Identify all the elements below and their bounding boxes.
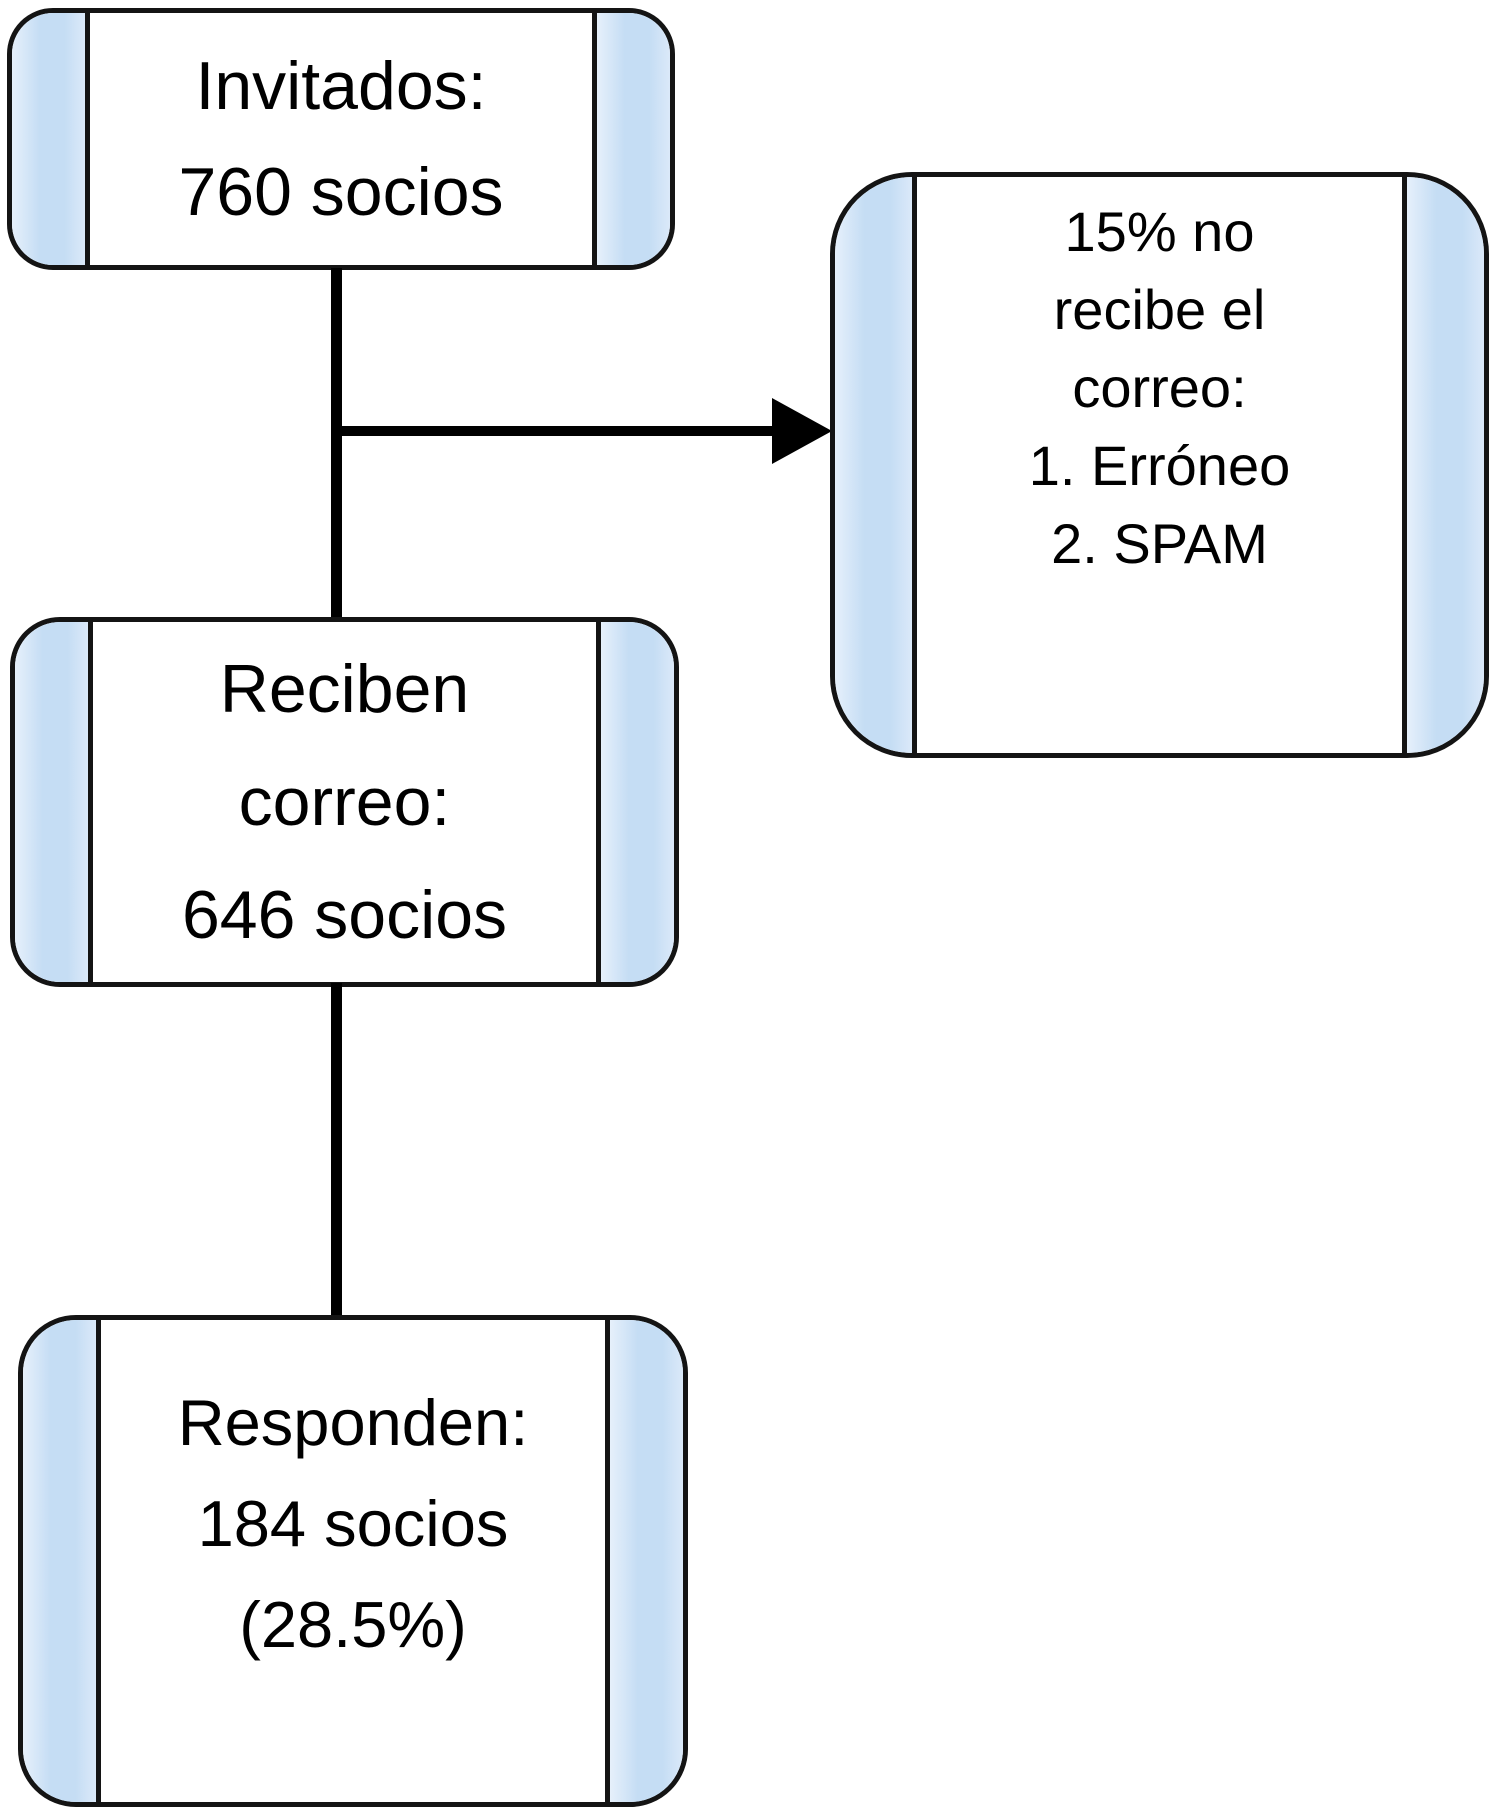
text-line: 1. Erróneo — [1028, 434, 1291, 497]
text-line: Invitados: — [195, 48, 487, 124]
accent-bar-right — [1402, 177, 1484, 753]
accent-bar-left — [23, 1320, 101, 1802]
accent-bar-left — [15, 622, 93, 982]
node-invitados-text: Invitados: 760 socios — [92, 13, 590, 265]
text-line: Responden: — [177, 1386, 529, 1459]
connector-line-top — [331, 268, 342, 620]
node-no-recibe: 15% no recibe el correo: 1. Erróneo 2. S… — [830, 172, 1489, 758]
text-line: (28.5%) — [239, 1588, 467, 1661]
text-line: 760 socios — [178, 154, 504, 230]
text-line: recibe el — [1053, 278, 1266, 341]
node-invitados: Invitados: 760 socios — [7, 8, 675, 270]
node-responden: Responden: 184 socios (28.5%) — [18, 1315, 688, 1807]
text-line: correo: — [238, 763, 451, 840]
accent-bar-left — [835, 177, 917, 753]
text-line: Reciben — [219, 650, 470, 727]
node-reciben-text: Reciben correo: 646 socios — [95, 622, 594, 982]
text-line: 184 socios — [197, 1487, 509, 1560]
arrowhead-right-icon — [772, 398, 832, 464]
text-line: 646 socios — [181, 876, 508, 953]
accent-bar-left — [12, 13, 90, 265]
node-no-recibe-text: 15% no recibe el correo: 1. Erróneo 2. S… — [921, 177, 1398, 753]
text-line: 15% no — [1064, 200, 1255, 263]
connector-line-bottom — [331, 983, 342, 1318]
node-responden-text: Responden: 184 socios (28.5%) — [103, 1320, 603, 1802]
node-reciben: Reciben correo: 646 socios — [10, 617, 679, 987]
accent-bar-right — [596, 622, 674, 982]
accent-bar-right — [605, 1320, 683, 1802]
text-line: 2. SPAM — [1051, 512, 1268, 575]
text-line: correo: — [1072, 356, 1247, 419]
accent-bar-right — [592, 13, 670, 265]
connector-arrow-line — [337, 426, 774, 436]
